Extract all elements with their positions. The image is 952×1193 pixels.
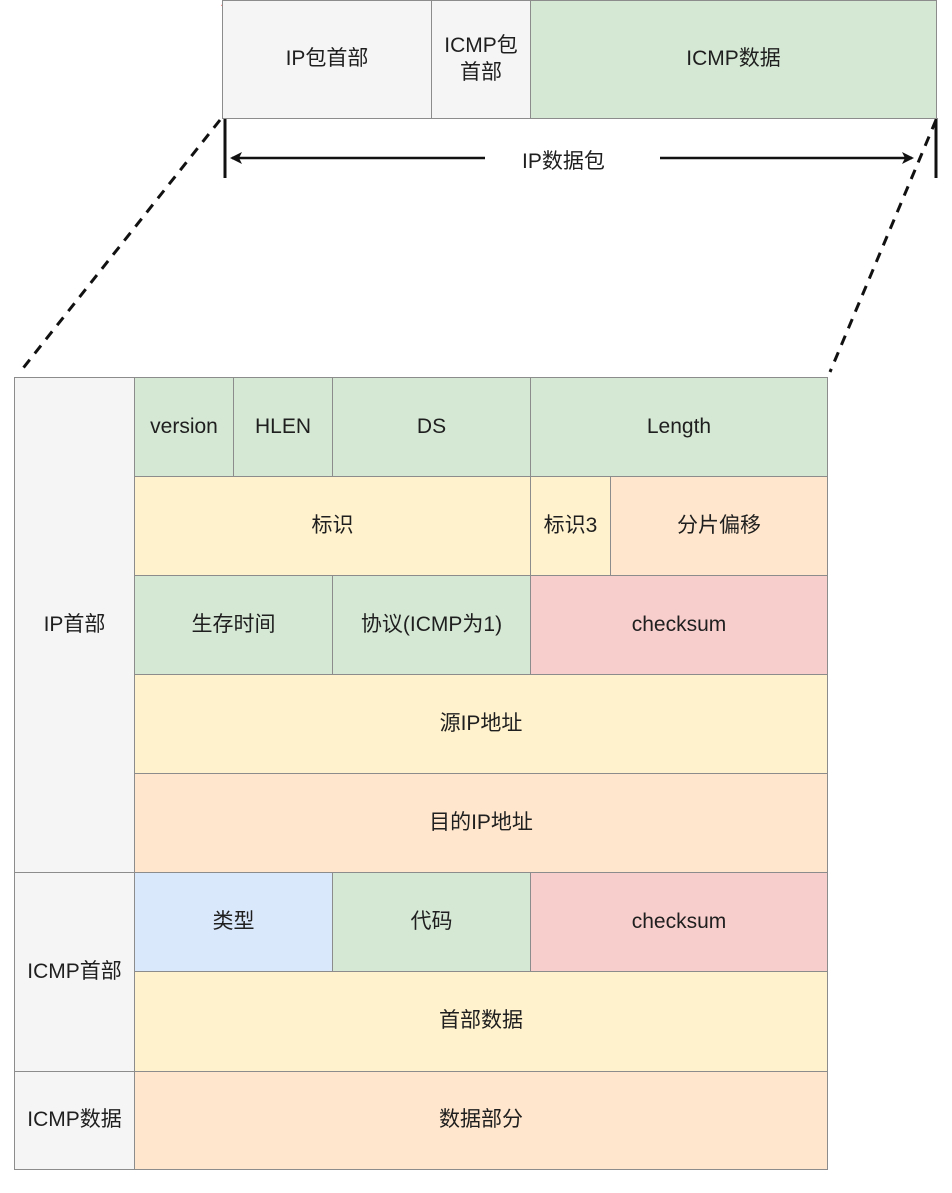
field-source-ip-label: 源IP地址 bbox=[439, 711, 523, 735]
zoom-line-right bbox=[828, 119, 938, 373]
field-fragment-offset-label: 分片偏移 bbox=[677, 513, 761, 537]
field-length: Length bbox=[530, 377, 828, 477]
field-header-data-label: 首部数据 bbox=[439, 1009, 523, 1033]
packet-icmp-header-label-2: 首部 bbox=[460, 60, 502, 84]
left-label-ip-header: IP首部 bbox=[14, 377, 135, 873]
field-header-data: 首部数据 bbox=[134, 971, 828, 1072]
field-version: version bbox=[134, 377, 234, 477]
field-identification: 标识 bbox=[134, 476, 531, 576]
field-protocol: 协议(ICMP为1) bbox=[332, 575, 531, 675]
left-label-icmp-header-text: ICMP首部 bbox=[27, 959, 122, 983]
field-data-part-label: 数据部分 bbox=[439, 1108, 523, 1132]
field-fragment-offset: 分片偏移 bbox=[610, 476, 828, 576]
field-icmp-type: 类型 bbox=[134, 872, 333, 972]
zoom-line-left bbox=[18, 119, 222, 373]
field-icmp-checksum: checksum bbox=[530, 872, 828, 972]
left-label-icmp-data: ICMP数据 bbox=[14, 1071, 135, 1170]
packet-ip-header: IP包首部 bbox=[222, 0, 432, 119]
field-dest-ip: 目的IP地址 bbox=[134, 773, 828, 873]
packet-icmp-data: ICMP数据 bbox=[530, 0, 937, 119]
field-source-ip: 源IP地址 bbox=[134, 674, 828, 774]
left-label-ip-header-text: IP首部 bbox=[43, 612, 106, 636]
field-icmp-code-label: 代码 bbox=[410, 909, 453, 933]
field-ttl: 生存时间 bbox=[134, 575, 333, 675]
field-flags-label: 标识3 bbox=[543, 513, 598, 537]
left-label-icmp-header: ICMP首部 bbox=[14, 872, 135, 1072]
field-icmp-type-label: 类型 bbox=[212, 909, 255, 933]
field-data-part: 数据部分 bbox=[134, 1071, 828, 1170]
field-length-label: Length bbox=[646, 414, 712, 438]
field-hlen: HLEN bbox=[233, 377, 333, 477]
field-flags: 标识3 bbox=[530, 476, 611, 576]
field-ip-checksum-label: checksum bbox=[631, 612, 727, 636]
span-label: IP数据包 bbox=[522, 150, 605, 173]
left-label-icmp-data-text: ICMP数据 bbox=[27, 1108, 122, 1132]
packet-ip-header-label: IP包首部 bbox=[285, 47, 369, 71]
field-ds-label: DS bbox=[416, 414, 447, 438]
packet-icmp-data-label: ICMP数据 bbox=[686, 47, 781, 71]
field-ip-checksum: checksum bbox=[530, 575, 828, 675]
field-icmp-code: 代码 bbox=[332, 872, 531, 972]
field-identification-label: 标识 bbox=[311, 513, 354, 537]
field-hlen-label: HLEN bbox=[254, 414, 312, 438]
packet-icmp-header: ICMP包 首部 bbox=[431, 0, 531, 119]
field-dest-ip-label: 目的IP地址 bbox=[429, 810, 533, 834]
packet-icmp-header-label-1: ICMP包 bbox=[444, 34, 518, 58]
field-ttl-label: 生存时间 bbox=[191, 612, 276, 636]
field-icmp-checksum-label: checksum bbox=[631, 909, 727, 933]
field-protocol-label: 协议(ICMP为1) bbox=[360, 612, 503, 636]
field-ds: DS bbox=[332, 377, 531, 477]
field-version-label: version bbox=[150, 414, 218, 438]
